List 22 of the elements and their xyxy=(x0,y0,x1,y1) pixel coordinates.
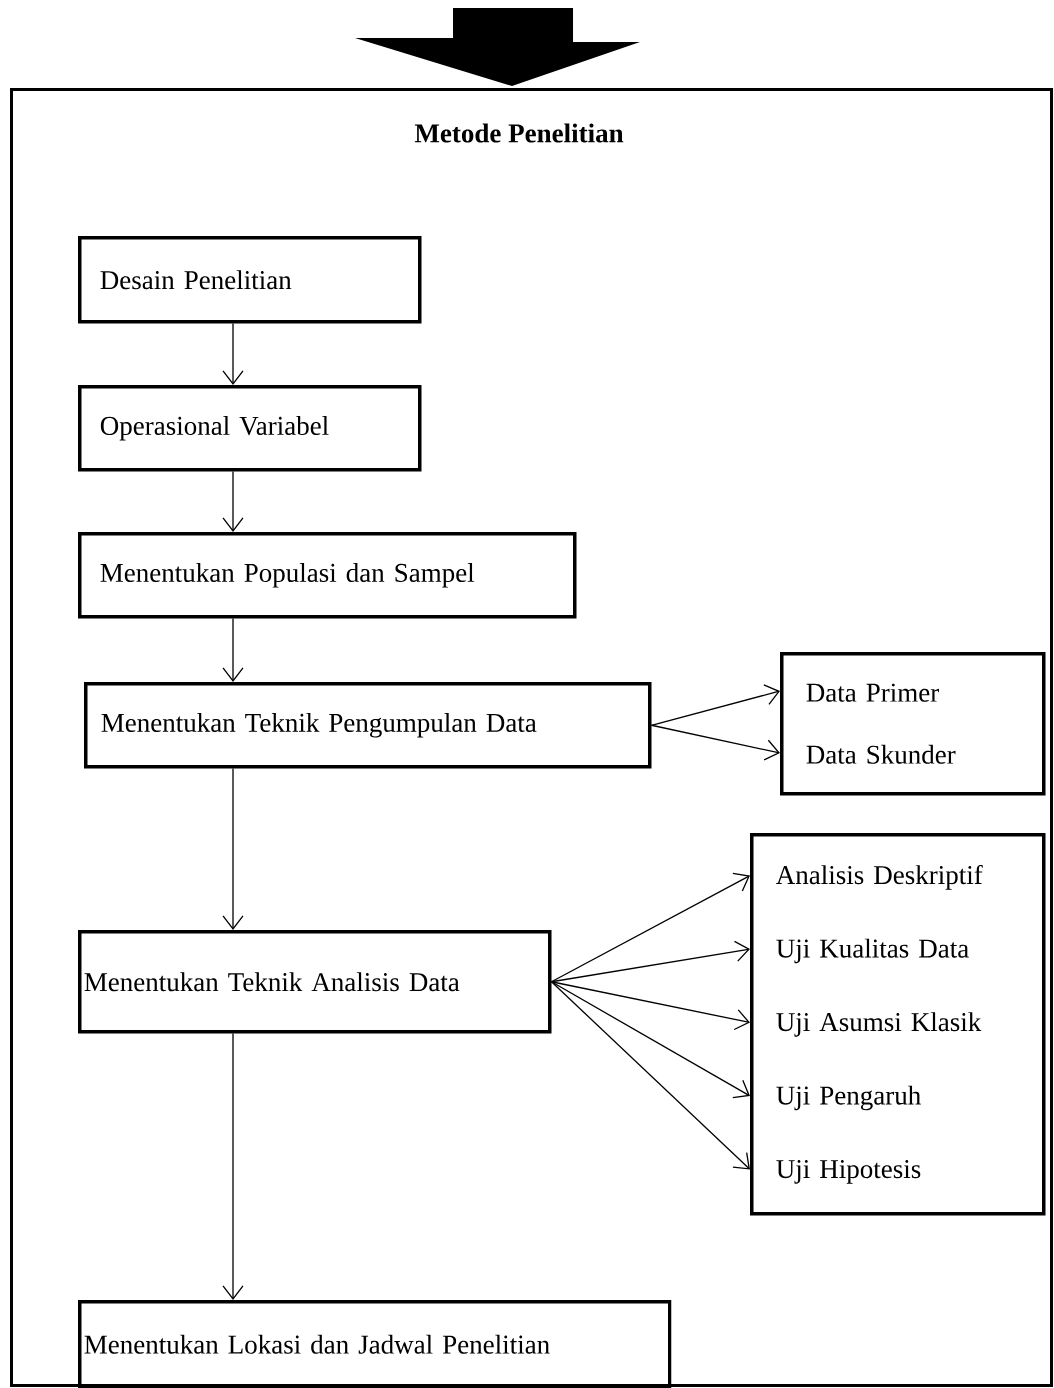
arrow xyxy=(550,872,750,983)
block-arrow xyxy=(355,8,640,86)
arrow xyxy=(550,981,750,1031)
arrow xyxy=(222,767,244,930)
process-box: Menentukan Teknik Analisis Data xyxy=(78,930,552,1034)
arrow xyxy=(222,617,244,682)
arrow xyxy=(222,470,244,532)
title: Metode Penelitian xyxy=(414,123,624,143)
process-box: Operasional Variabel xyxy=(78,385,422,472)
arrow xyxy=(550,981,750,1099)
process-box: Menentukan Populasi dan Sampel xyxy=(78,532,577,619)
arrow xyxy=(550,940,750,983)
process-box: Menentukan Teknik Pengumpulan Data xyxy=(84,682,652,769)
process-box: Desain Penelitian xyxy=(78,236,422,324)
arrow xyxy=(222,1032,244,1300)
process-box: Menentukan Lokasi dan Jadwal Penelitian xyxy=(78,1300,672,1388)
list-box: Analisis Deskriptif Uji Kualitas Data Uji Asumsi Klasik Uji Pengaruh Uji Hipotesis xyxy=(750,833,1046,1216)
arrow xyxy=(222,322,244,385)
arrow xyxy=(650,724,780,761)
arrow xyxy=(650,684,780,726)
list-box: Data Primer Data Skunder xyxy=(780,652,1046,796)
arrow xyxy=(550,981,750,1170)
